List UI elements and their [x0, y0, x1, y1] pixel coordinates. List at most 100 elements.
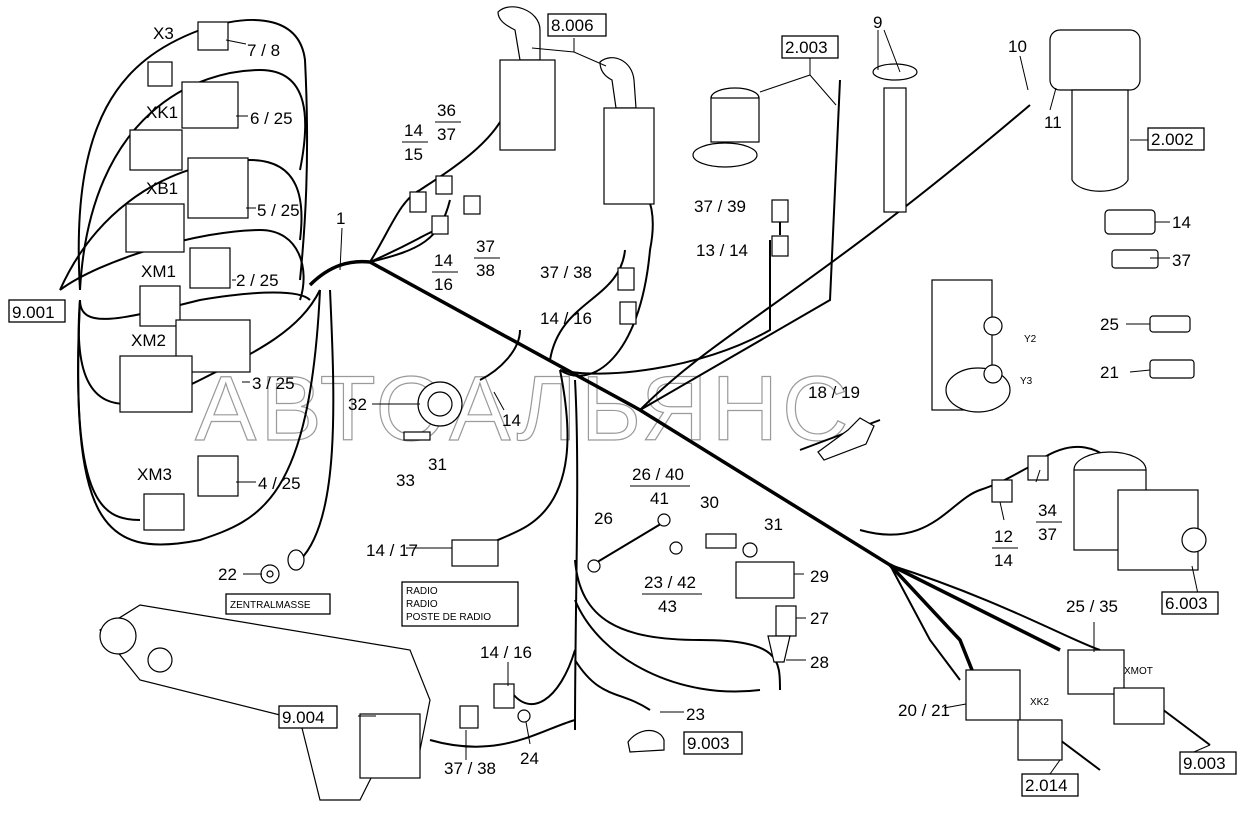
- label-15: 15: [404, 145, 423, 164]
- connector-34-37: [1027, 455, 1049, 481]
- radio-line-1: RADIO: [406, 586, 438, 597]
- connector-37-38-b: [617, 267, 635, 291]
- label-14c: 14: [1172, 213, 1191, 232]
- label-5-25: 5 / 25: [257, 201, 300, 220]
- xm1-connector: [139, 247, 231, 327]
- horn-part: [403, 381, 463, 441]
- label-4-25: 4 / 25: [258, 474, 301, 493]
- label-14d: 14: [502, 411, 521, 430]
- label-22: 22: [218, 565, 237, 584]
- label-28: 28: [810, 653, 829, 672]
- label-37d: 37: [1038, 525, 1057, 544]
- ref-8006: 8.006: [547, 13, 607, 37]
- xm2-connector: [119, 319, 251, 413]
- label-31a: 31: [428, 455, 447, 474]
- zentralmasse-text: ZENTRALMASSE: [230, 600, 311, 611]
- label-23: 23: [686, 705, 705, 724]
- radio-connector: [451, 539, 499, 567]
- label-38a: 38: [476, 261, 495, 280]
- label-31b: 31: [764, 515, 783, 534]
- xk2-connector: [1017, 719, 1063, 761]
- label-14-17: 14 / 17: [366, 541, 418, 560]
- label-7-8: 7 / 8: [247, 41, 280, 60]
- label-y2: Y2: [1024, 334, 1037, 345]
- radio-label-box: RADIO RADIO POSTE DE RADIO: [401, 581, 519, 627]
- connector-20-21: [965, 669, 1021, 721]
- label-25-35: 25 / 35: [1066, 597, 1118, 616]
- connector-14-16-b: [619, 301, 637, 325]
- label-12: 12: [994, 527, 1013, 546]
- label-14-16b: 14 / 16: [480, 643, 532, 662]
- label-34: 34: [1038, 501, 1057, 520]
- label-36: 36: [437, 101, 456, 120]
- label-xmot: XMOT: [1124, 666, 1153, 677]
- terminal-37: [1111, 249, 1159, 269]
- connector-14-15: [409, 191, 427, 213]
- label-33: 33: [396, 471, 415, 490]
- ref-9001-text: 9.001: [12, 303, 55, 322]
- xmot-counter: [1113, 687, 1165, 725]
- ref-2002: 2.002: [1147, 127, 1205, 151]
- label-21: 21: [1100, 363, 1119, 382]
- eyelet-24: [517, 709, 531, 723]
- label-29: 29: [810, 567, 829, 586]
- ref-6003-text: 6.003: [1165, 594, 1208, 613]
- label-y3: Y3: [1020, 376, 1033, 387]
- relay-base-27: [775, 605, 797, 637]
- label-37-39: 37 / 39: [694, 197, 746, 216]
- label-16a: 16: [434, 275, 453, 294]
- sensor-18-19: [817, 417, 875, 461]
- label-xk1: XK1: [146, 103, 178, 122]
- label-27: 27: [810, 609, 829, 628]
- connector-12-14: [991, 479, 1013, 503]
- ref-2003-text: 2.003: [785, 38, 828, 57]
- xmot-connector: [1067, 649, 1125, 695]
- ref-8006-text: 8.006: [551, 16, 594, 35]
- label-18-19: 18 / 19: [808, 383, 860, 402]
- connector-37-38: [463, 195, 481, 215]
- label-3-25: 3 / 25: [252, 374, 295, 393]
- label-37b: 37: [476, 237, 495, 256]
- connector-37-39: [771, 199, 789, 223]
- solenoid-part: [692, 87, 760, 168]
- xk1-connector: [129, 81, 239, 171]
- terminal-21: [1149, 359, 1195, 379]
- radio-line-3: POSTE DE RADIO: [406, 612, 491, 623]
- label-2-25: 2 / 25: [236, 271, 279, 290]
- ref-2003: 2.003: [781, 35, 839, 59]
- label-xm1: XM1: [141, 262, 176, 281]
- valve-block: [931, 279, 1011, 413]
- ground-eyelet: [260, 549, 305, 584]
- cable-26: [587, 513, 683, 573]
- terminal-25: [1149, 315, 1191, 333]
- item-labels: 7 / 8 6 / 25 5 / 25 2 / 25 3 / 25 4 / 25…: [218, 13, 1191, 778]
- label-x3: X3: [153, 24, 174, 43]
- ref-9001: 9.001: [8, 299, 66, 323]
- ref-9003-right: 9.003: [1179, 751, 1237, 775]
- leader-lines: [225, 29, 1211, 775]
- ref-2014: 2.014: [1021, 773, 1079, 797]
- label-37a: 37: [437, 125, 456, 144]
- label-43: 43: [658, 597, 677, 616]
- washer-31: [742, 542, 758, 558]
- label-xb1: XB1: [146, 179, 178, 198]
- label-37-38a: 37 / 38: [540, 263, 592, 282]
- terminal-14: [1104, 209, 1156, 235]
- label-24: 24: [520, 749, 539, 768]
- label-37-38b: 37 / 38: [444, 759, 496, 778]
- x3-connector: [147, 21, 229, 87]
- ref-2014-text: 2.014: [1025, 776, 1068, 795]
- label-xm3: XM3: [137, 465, 172, 484]
- watermark: АВТОАЛЬЯНС: [195, 358, 853, 460]
- hydraulic-filter: [1049, 29, 1141, 192]
- ref-6003: 6.003: [1161, 591, 1219, 615]
- fuel-sender: [872, 63, 918, 213]
- relay-29: [735, 561, 795, 599]
- label-25: 25: [1100, 315, 1119, 334]
- label-14e: 14: [994, 551, 1013, 570]
- label-26-40: 26 / 40: [632, 465, 684, 484]
- ref-9004: 9.004: [278, 705, 338, 729]
- motor-6003: [1073, 451, 1207, 571]
